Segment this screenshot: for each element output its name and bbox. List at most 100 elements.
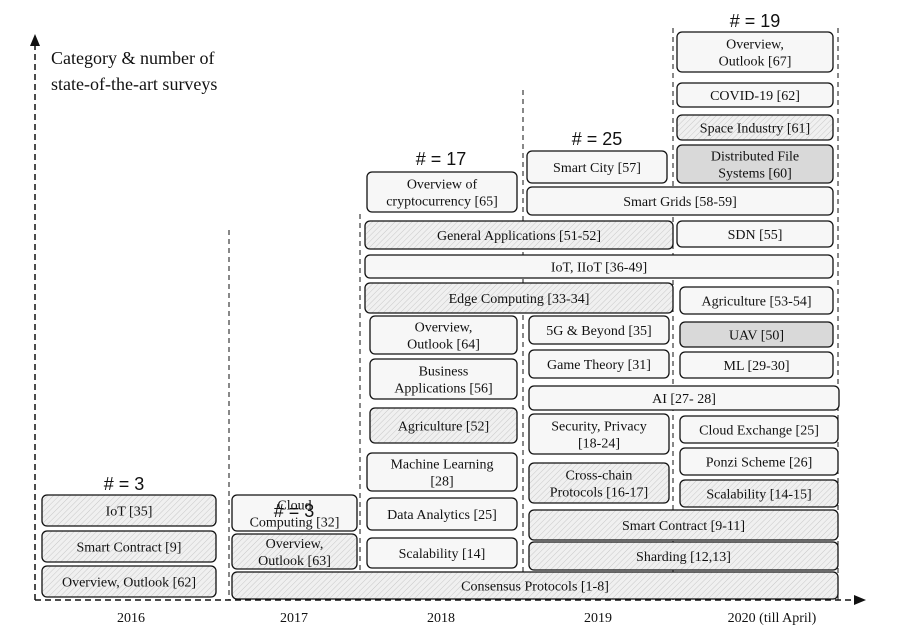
category-label: Cloud [277, 499, 311, 514]
category-box-frame [679, 351, 834, 379]
category-box-frame [528, 385, 840, 411]
category-label: Smart Contract [9] [77, 541, 182, 556]
category-box-frame [366, 452, 518, 492]
category-label: Smart City [57] [553, 161, 641, 176]
category-label: Outlook [64] [407, 338, 480, 353]
category-label: ML [29-30] [724, 359, 790, 374]
category-label: Systems [60] [718, 167, 792, 182]
category-box-frame [366, 497, 518, 531]
category-label: UAV [50] [729, 329, 784, 344]
category-box-frame [676, 220, 834, 248]
category-label: Scalability [14-15] [706, 488, 811, 503]
category-label: Distributed File [711, 150, 799, 165]
category-label: Game Theory [31] [547, 358, 651, 373]
category-label: Outlook [63] [258, 554, 331, 569]
category-box-frame [231, 571, 839, 600]
category-box-frame [528, 462, 670, 504]
category-box-frame [528, 509, 839, 541]
category-box-frame [364, 220, 674, 250]
category-box-scal-20: Scalability [14-15] [679, 479, 839, 508]
category-box-agri-20: Agriculture [53-54] [679, 286, 834, 315]
category-box-frame [526, 186, 834, 216]
category-box-frame [231, 494, 358, 532]
year-2018: 2018 [427, 611, 455, 626]
category-box-frame [528, 541, 839, 571]
category-box-frame [679, 415, 839, 444]
category-box-frame [679, 286, 834, 315]
category-label: Edge Computing [33-34] [449, 292, 590, 307]
category-box-cloud-exchange: Cloud Exchange [25] [679, 415, 839, 444]
category-box-space: Space Industry [61] [676, 114, 834, 141]
category-label: Overview of [407, 178, 478, 193]
category-box-frame [41, 530, 217, 563]
category-label: IoT [35] [106, 505, 153, 520]
category-label: [18-24] [578, 437, 620, 452]
category-box-frame [679, 447, 839, 476]
category-box-ml-20: ML [29-30] [679, 351, 834, 379]
category-box-2017-overview: Overview, Outlook [63] [231, 533, 358, 570]
category-label: Agriculture [53-54] [701, 295, 811, 310]
category-box-2018-crypto: Overview of cryptocurrency [65] [366, 171, 518, 213]
category-box-smart-contract-19: Smart Contract [9-11] [528, 509, 839, 541]
category-label: Computing [32] [250, 516, 340, 531]
category-label: IoT, IIoT [36-49] [551, 261, 647, 276]
count-2020: # = 19 [730, 11, 781, 31]
category-box-covid: COVID-19 [62] [676, 82, 834, 108]
category-box-frame [676, 82, 834, 108]
category-box-game-theory: Game Theory [31] [528, 349, 670, 379]
category-label: Overview, [266, 537, 324, 552]
count-2016: # = 3 [104, 474, 145, 494]
category-label: Space Industry [61] [700, 122, 810, 137]
category-label: Cloud Exchange [25] [699, 424, 819, 439]
category-box-frame [676, 114, 834, 141]
category-label: Sharding [12,13] [636, 550, 731, 565]
category-box-frame [369, 358, 518, 400]
category-box-sharding: Sharding [12,13] [528, 541, 839, 571]
category-label: Protocols [16-17] [550, 486, 648, 501]
year-2016: 2016 [117, 611, 145, 626]
year-2019: 2019 [584, 611, 612, 626]
category-label: Data Analytics [25] [387, 508, 497, 523]
category-box-2016-overview: Overview, Outlook [62] [41, 565, 217, 598]
category-label: Consensus Protocols [1-8] [461, 580, 609, 595]
count-2017: # = 3 [274, 501, 315, 521]
category-label: Overview, Outlook [62] [62, 576, 196, 591]
category-box-frame [676, 144, 834, 184]
category-box-2016-smart-contract: Smart Contract [9] [41, 530, 217, 563]
category-label: Business [419, 365, 469, 380]
category-box-frame [366, 171, 518, 213]
count-2019: # = 25 [572, 129, 623, 149]
category-box-smart-grids: Smart Grids [58-59] [526, 186, 834, 216]
category-box-frame [676, 31, 834, 73]
category-label: 5G & Beyond [35] [546, 324, 651, 339]
category-box-frame [679, 321, 834, 348]
category-box-2018-scal: Scalability [14] [366, 537, 518, 569]
category-box-sdn: SDN [55] [676, 220, 834, 248]
category-box-consensus: Consensus Protocols [1-8] [231, 571, 839, 600]
axis-title-line-2: state-of-the-art surveys [51, 74, 217, 94]
category-label: Security, Privacy [551, 420, 647, 435]
category-label: SDN [55] [728, 228, 783, 243]
category-box-ai: AI [27- 28] [528, 385, 840, 411]
category-box-5g: 5G & Beyond [35] [528, 315, 670, 345]
category-label: cryptocurrency [65] [386, 195, 498, 210]
category-label: Cross-chain [566, 469, 633, 484]
category-label: Ponzi Scheme [26] [706, 456, 813, 471]
category-label: Agriculture [52] [398, 420, 489, 435]
category-box-frame [526, 150, 668, 184]
year-2020: 2020 (till April) [728, 611, 817, 626]
category-box-frame [528, 315, 670, 345]
category-box-frame [364, 282, 674, 314]
category-box-edge: Edge Computing [33-34] [364, 282, 674, 314]
category-box-frame [366, 537, 518, 569]
category-box-iot-iiot: IoT, IIoT [36-49] [364, 254, 834, 279]
axis-title-line-1: Category & number of [51, 48, 214, 68]
category-box-2018-agri: Agriculture [52] [369, 407, 518, 444]
category-label: Scalability [14] [399, 547, 486, 562]
category-label: Applications [56] [394, 382, 492, 397]
